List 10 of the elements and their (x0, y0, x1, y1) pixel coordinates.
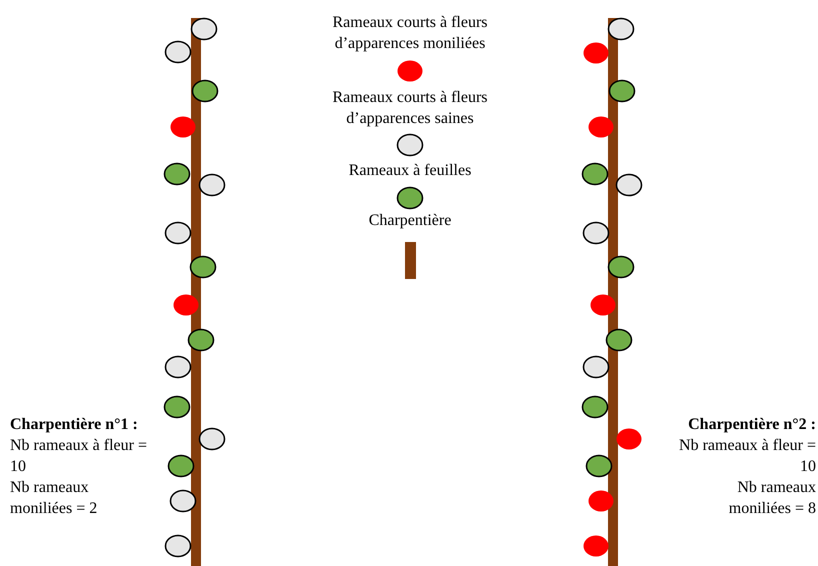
legend-text: Charpentière (368, 211, 452, 231)
count-note: Nb rameaux à fleur = 10 (678, 436, 816, 477)
legend-text: Rameaux courts à fleurs d’apparences moniliées (331, 13, 489, 54)
branch-title: Charpentière n°1 : (10, 415, 139, 435)
legend-text: Rameaux à feuilles (348, 161, 472, 181)
count-note: Nb rameaux moniliées = 2 (10, 478, 98, 519)
count-note: Nb rameaux à fleur = 10 (10, 436, 148, 477)
legend-text: Rameaux courts à fleurs d’apparences saines (331, 88, 489, 129)
count-note: Nb rameaux moniliées = 8 (728, 478, 816, 519)
branch-title: Charpentière n°2 : (687, 415, 816, 435)
